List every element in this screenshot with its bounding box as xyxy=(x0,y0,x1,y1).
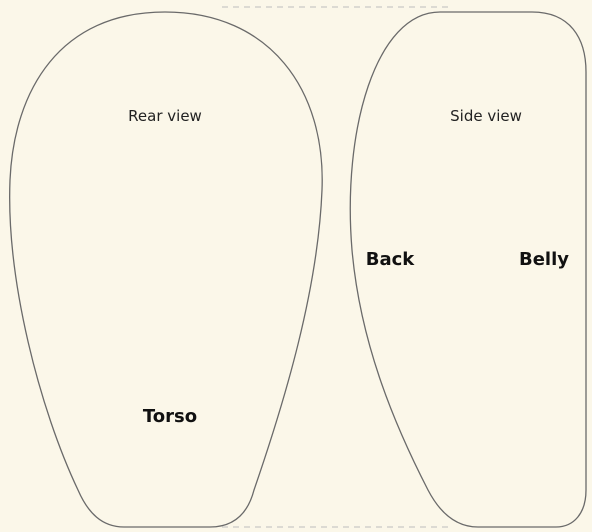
side-view-title: Side view xyxy=(450,107,522,125)
torso-label: Torso xyxy=(143,406,197,427)
rear-view-outline xyxy=(9,11,323,528)
belly-label: Belly xyxy=(519,249,569,270)
rear-view-title: Rear view xyxy=(128,107,202,125)
side-view-outline xyxy=(349,11,587,528)
back-label: Back xyxy=(366,249,416,270)
rear-view-panel: Rear view Torso xyxy=(9,11,323,528)
side-view-panel: Side view Back Belly xyxy=(349,11,587,528)
